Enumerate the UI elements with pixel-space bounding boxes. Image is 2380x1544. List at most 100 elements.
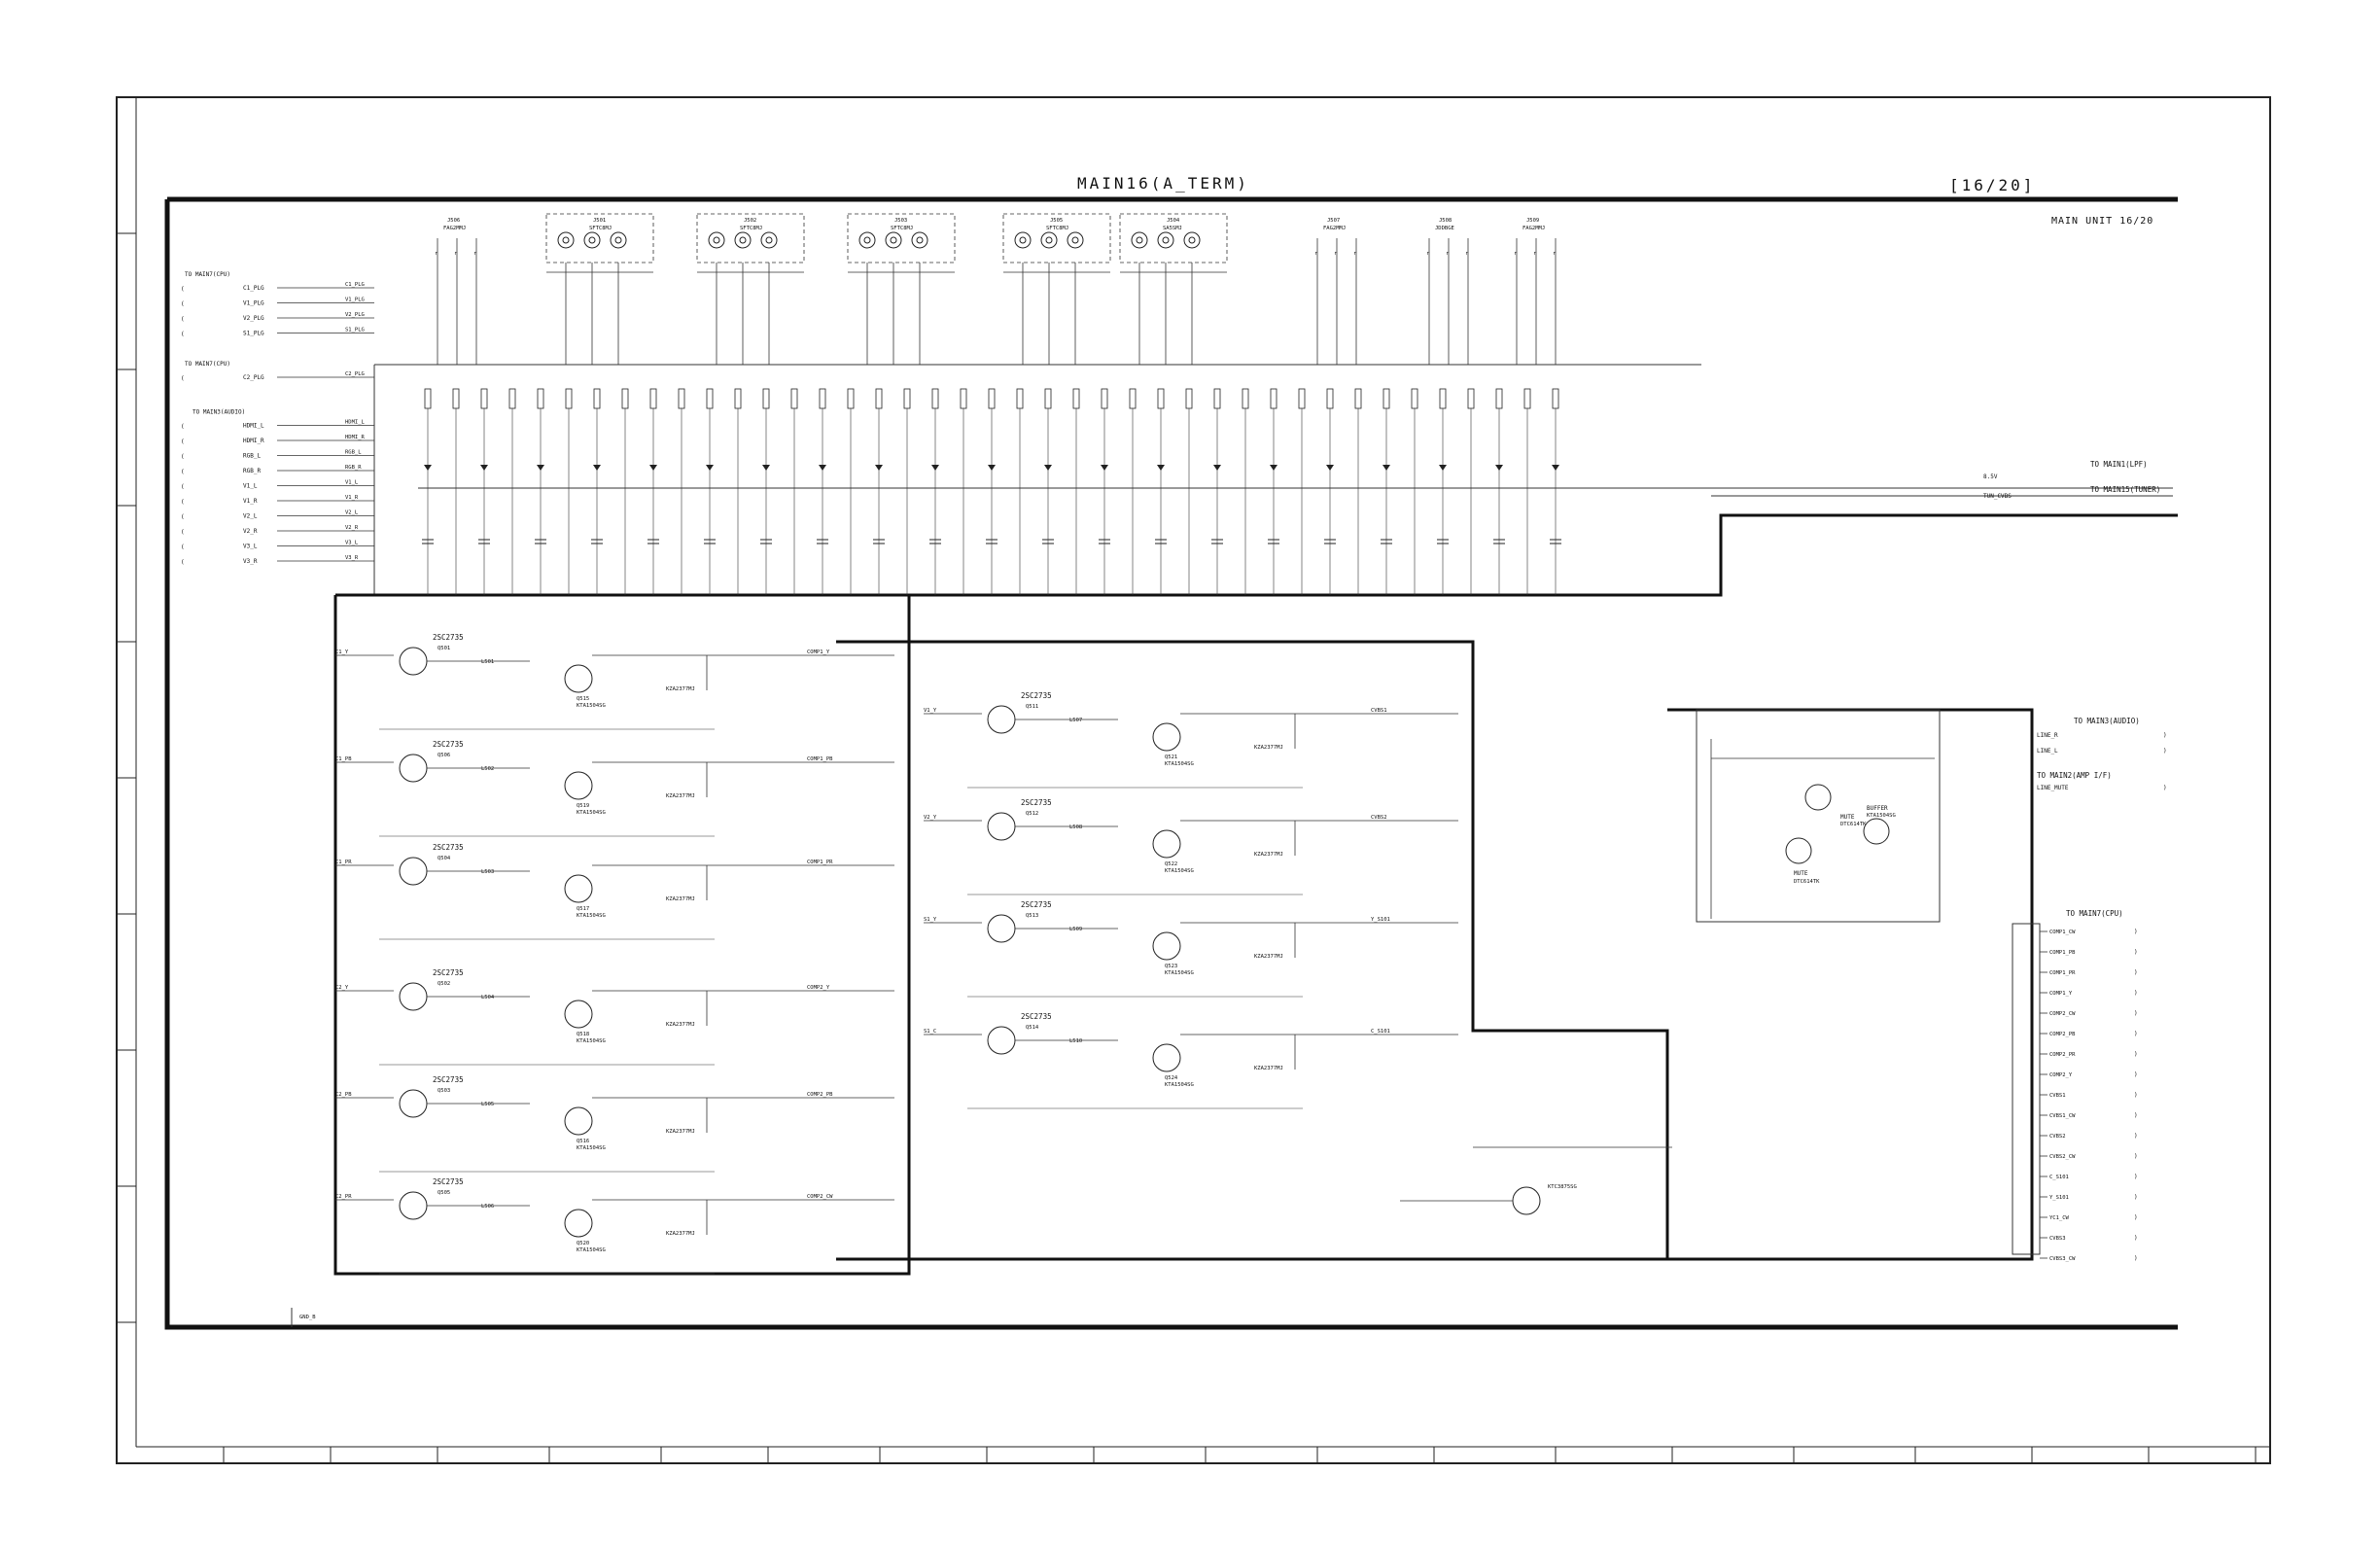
port-main7-cpu-right: TO MAIN7(CPU)	[2066, 909, 2123, 918]
input-resistor	[931, 388, 939, 409]
sheet-title: MAIN16(A_TERM)	[1077, 174, 1249, 193]
buffer-transistor-q509	[1863, 818, 1890, 845]
input-resistor	[537, 388, 544, 409]
mute-port-signal: LINE_L	[2037, 748, 2058, 754]
buffer-stages: C1_Y2SC2735Q501L501Q515KTA1504SGCOMP1_YK…	[335, 633, 1458, 1275]
stage-zener-type: KZA2377MJ	[1254, 745, 1283, 751]
port-bracket: )	[2134, 1010, 2138, 1017]
port-signal-name: V2_L	[243, 513, 258, 520]
port-main1-lpf: TO MAIN1(LPF)	[2090, 460, 2148, 469]
input-resistor	[1411, 388, 1418, 409]
connector-pin-mark: r	[1514, 251, 1518, 257]
connector-pin-mark: r	[1553, 251, 1557, 257]
stage-input-label: C2_Y	[335, 985, 349, 991]
rca-jack-pin	[739, 236, 747, 244]
npn-type: 2SC2735	[433, 633, 464, 642]
port-net-label: C2_PLG	[345, 371, 365, 377]
port-bracket: (	[181, 499, 185, 506]
stage-output-label: CVBS1	[1371, 708, 1387, 714]
input-resistor	[565, 388, 573, 409]
connector-ref: J509	[1526, 218, 1539, 224]
connector-pin-mark: r	[435, 251, 438, 257]
pnp-type: KTA1504SG	[1165, 868, 1194, 874]
connector-type: SFTC8MJ	[740, 226, 762, 231]
connector-pin-mark: r	[1533, 251, 1537, 257]
input-resistor	[1467, 388, 1475, 409]
npn-ref: Q502	[438, 981, 450, 987]
stage-input-label: C2_PR	[335, 1194, 352, 1200]
pnp-transistor	[564, 771, 593, 800]
pnp-type: KTA1504SG	[577, 913, 606, 919]
npn-ref: Q511	[1026, 704, 1038, 710]
protection-diode	[537, 465, 544, 471]
rca-jack-pin	[562, 236, 570, 244]
rca-jack	[1157, 231, 1174, 249]
port-signal-name: V1_R	[243, 498, 258, 505]
input-resistor	[1552, 388, 1559, 409]
connector-ref: J508	[1439, 218, 1452, 224]
port-bracket: )	[2134, 1235, 2138, 1242]
transistor-q510	[1512, 1186, 1541, 1215]
mute-type-q507: DTC614TK	[1794, 879, 1820, 885]
rca-jack-pin	[713, 236, 720, 244]
connector-type: SFTC8MJ	[891, 226, 913, 231]
pnp-type: KTA1504SG	[577, 1145, 606, 1151]
port-bracket: (	[181, 286, 185, 293]
stage-output-label: CVBS2	[1371, 815, 1387, 821]
stage-zener-type: KZA2377MJ	[666, 1022, 695, 1028]
rca-jack-pin	[916, 236, 924, 244]
rca-jack-pin	[1162, 236, 1170, 244]
input-resistor	[649, 388, 657, 409]
protection-diode	[649, 465, 657, 471]
port-bracket: (	[181, 484, 185, 491]
protection-diode	[424, 465, 432, 471]
pnp-ref: Q521	[1165, 754, 1177, 760]
port-bracket: )	[2134, 1255, 2138, 1262]
input-resistor	[508, 388, 516, 409]
input-resistor	[1185, 388, 1193, 409]
rca-jack-pin	[614, 236, 622, 244]
input-resistor	[903, 388, 911, 409]
input-resistor	[1129, 388, 1137, 409]
pnp-transistor	[564, 1209, 593, 1238]
port-signal-name: V1_L	[243, 483, 258, 490]
npn-type: 2SC2735	[433, 843, 464, 852]
protection-diode	[988, 465, 996, 471]
rca-jack	[1183, 231, 1201, 249]
mute-circuit-frame	[1696, 709, 1941, 923]
connector-pin-mark: r	[1334, 251, 1338, 257]
protection-diode	[1552, 465, 1559, 471]
rca-jack-pin	[1071, 236, 1079, 244]
cpu-port-signal: COMP1_PB	[2049, 950, 2076, 956]
rca-jack-pin	[765, 236, 773, 244]
cpu-port-signal: CVBS3_CW	[2049, 1256, 2076, 1262]
port-signal-name: S1_PLG	[243, 331, 264, 337]
inductor-ref: L502	[481, 766, 494, 772]
input-resistor	[1326, 388, 1334, 409]
port-net-label: V1_R	[345, 495, 359, 501]
port-net-label: V2_L	[345, 510, 359, 516]
connector-pin-mark: r	[1314, 251, 1318, 257]
gnd-label: GND_B	[299, 1315, 316, 1320]
port-net-label: V1_L	[345, 480, 359, 486]
npn-transistor	[987, 1026, 1016, 1055]
stage-output-label: COMP1_Y	[807, 649, 830, 655]
rca-jack	[1067, 231, 1084, 249]
port-bracket: (	[181, 375, 185, 382]
pnp-type: KTA1504SG	[1165, 970, 1194, 976]
rca-jack	[557, 231, 575, 249]
connector-pin-mark: r	[454, 251, 458, 257]
connector-pin-mark: r	[473, 251, 477, 257]
cpu-port-signal: COMP2_Y	[2049, 1072, 2073, 1078]
stage-output-label: Y_S101	[1371, 917, 1390, 923]
inductor-ref: L507	[1069, 718, 1082, 723]
port-signal-name: HDMI_R	[243, 438, 264, 444]
stage-output-label: COMP2_CW	[807, 1194, 833, 1200]
protection-diode	[480, 465, 488, 471]
pnp-type: KTA1504SG	[1165, 761, 1194, 767]
buffer-type: KTA1504SG	[1867, 813, 1896, 819]
rca-jack-pin	[588, 236, 596, 244]
